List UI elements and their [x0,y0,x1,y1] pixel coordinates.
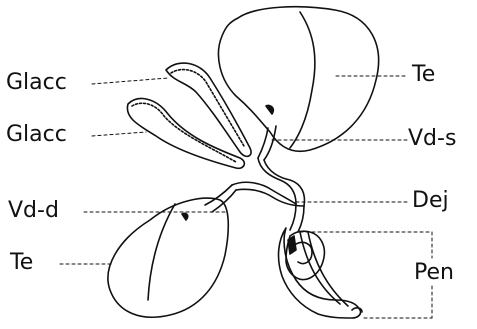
label-glacc-upper: Glacc [6,72,67,94]
accessory-gland-upper [166,63,251,156]
label-pen: Pen [414,262,454,284]
label-vd-d: Vd-d [8,200,59,222]
label-te-right: Te [412,64,435,86]
testis-left [108,185,236,317]
label-dej: Dej [412,190,449,212]
leader-lines [60,76,432,318]
ejaculatory-duct [290,204,304,232]
vas-deferens-right [258,158,296,204]
vas-deferens-right-b [264,160,304,206]
label-glacc-lower: Glacc [6,124,67,146]
leader-glacc-upper [92,78,168,84]
label-te-left: Te [10,252,33,274]
leader-glacc-lower [92,132,146,136]
penis [279,228,362,318]
testis-right [218,7,378,160]
label-vd-s: Vd-s [408,128,456,150]
